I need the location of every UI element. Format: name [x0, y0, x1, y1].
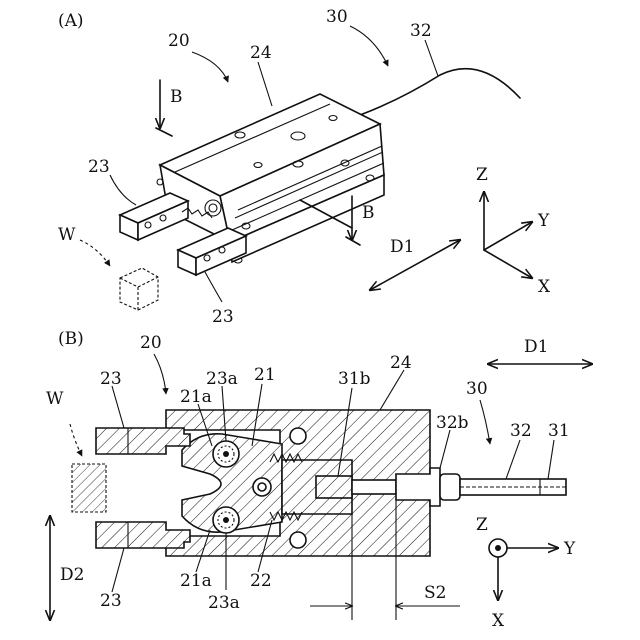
leader-23-upper: [110, 175, 136, 205]
label-23-upper-a: 23: [88, 157, 110, 177]
core-sleeve: [352, 480, 396, 494]
label-x-b: X: [492, 611, 505, 631]
label-s2: S2: [424, 583, 446, 603]
workpiece-leader: [80, 240, 110, 266]
label-b-left: B: [170, 87, 183, 107]
label-23-lower-b: 23: [100, 591, 122, 611]
panel-a: (A): [58, 7, 551, 327]
leader-23-lower-b: [112, 548, 124, 592]
leader-20: [192, 52, 228, 82]
leader-30-b: [480, 400, 490, 444]
label-23a-lower: 23a: [208, 593, 240, 613]
section-tick-right: [346, 237, 360, 245]
label-y-b: Y: [563, 539, 576, 559]
finger-upper-iso: [120, 193, 188, 240]
d1-arrow: [370, 240, 460, 290]
leader-23-lower: [205, 272, 222, 302]
label-23-lower-a: 23: [212, 307, 234, 327]
label-32-b: 32: [510, 421, 532, 441]
label-23-upper-b: 23: [100, 369, 122, 389]
leader-24: [258, 62, 272, 106]
cable-line-inner: [360, 69, 520, 115]
leader-32b: [440, 430, 450, 468]
label-d1-a: D1: [390, 237, 414, 257]
label-z-b: Z: [476, 515, 488, 535]
label-32-a: 32: [410, 21, 432, 41]
finger-lower-iso: [178, 228, 246, 275]
section-tick-left: [156, 128, 172, 136]
panel-b: (B): [46, 329, 592, 631]
leader-32: [425, 40, 438, 76]
label-x-a: X: [538, 277, 551, 297]
label-21: 21: [254, 365, 276, 385]
axes-a: [484, 192, 532, 278]
label-22: 22: [250, 571, 272, 591]
workpiece-section: [72, 464, 106, 512]
roller-lower: [213, 507, 239, 533]
label-d1-b: D1: [524, 337, 548, 357]
label-d2: D2: [60, 565, 84, 585]
label-30-a: 30: [326, 7, 348, 27]
core-end-31b: [316, 476, 352, 498]
label-z-a: Z: [476, 165, 488, 185]
leader-20-b: [154, 354, 166, 394]
sheath-end-32b: [396, 468, 440, 506]
leader-30: [350, 26, 388, 66]
axes-b: [489, 539, 558, 600]
label-30-b: 30: [466, 379, 488, 399]
label-20-b: 20: [140, 333, 162, 353]
label-b-right: B: [362, 203, 375, 223]
label-31: 31: [548, 421, 570, 441]
sheath-fitting: [440, 474, 460, 500]
label-32b: 32b: [436, 413, 469, 433]
panel-a-title: (A): [58, 11, 84, 31]
leader-23-upper-b: [112, 386, 124, 428]
label-23a-upper: 23a: [206, 369, 238, 389]
panel-b-title: (B): [58, 329, 84, 349]
leader-31: [548, 440, 554, 479]
label-24-b: 24: [390, 353, 412, 373]
leader-24-b: [380, 370, 404, 410]
label-21a-upper: 21a: [180, 387, 212, 407]
label-24-a: 24: [250, 43, 272, 63]
workpiece-iso: [120, 268, 158, 310]
workpiece-leader-b: [70, 424, 82, 456]
roller-upper: [213, 441, 239, 467]
label-20-a: 20: [168, 31, 190, 51]
leader-32: [506, 440, 520, 479]
label-y-a: Y: [537, 211, 550, 231]
label-21a-lower: 21a: [180, 571, 212, 591]
label-31b: 31b: [338, 369, 371, 389]
label-w-a: W: [58, 225, 76, 245]
label-w-b: W: [46, 389, 64, 409]
finger-upper-section: [96, 428, 190, 454]
finger-lower-section: [96, 522, 190, 548]
